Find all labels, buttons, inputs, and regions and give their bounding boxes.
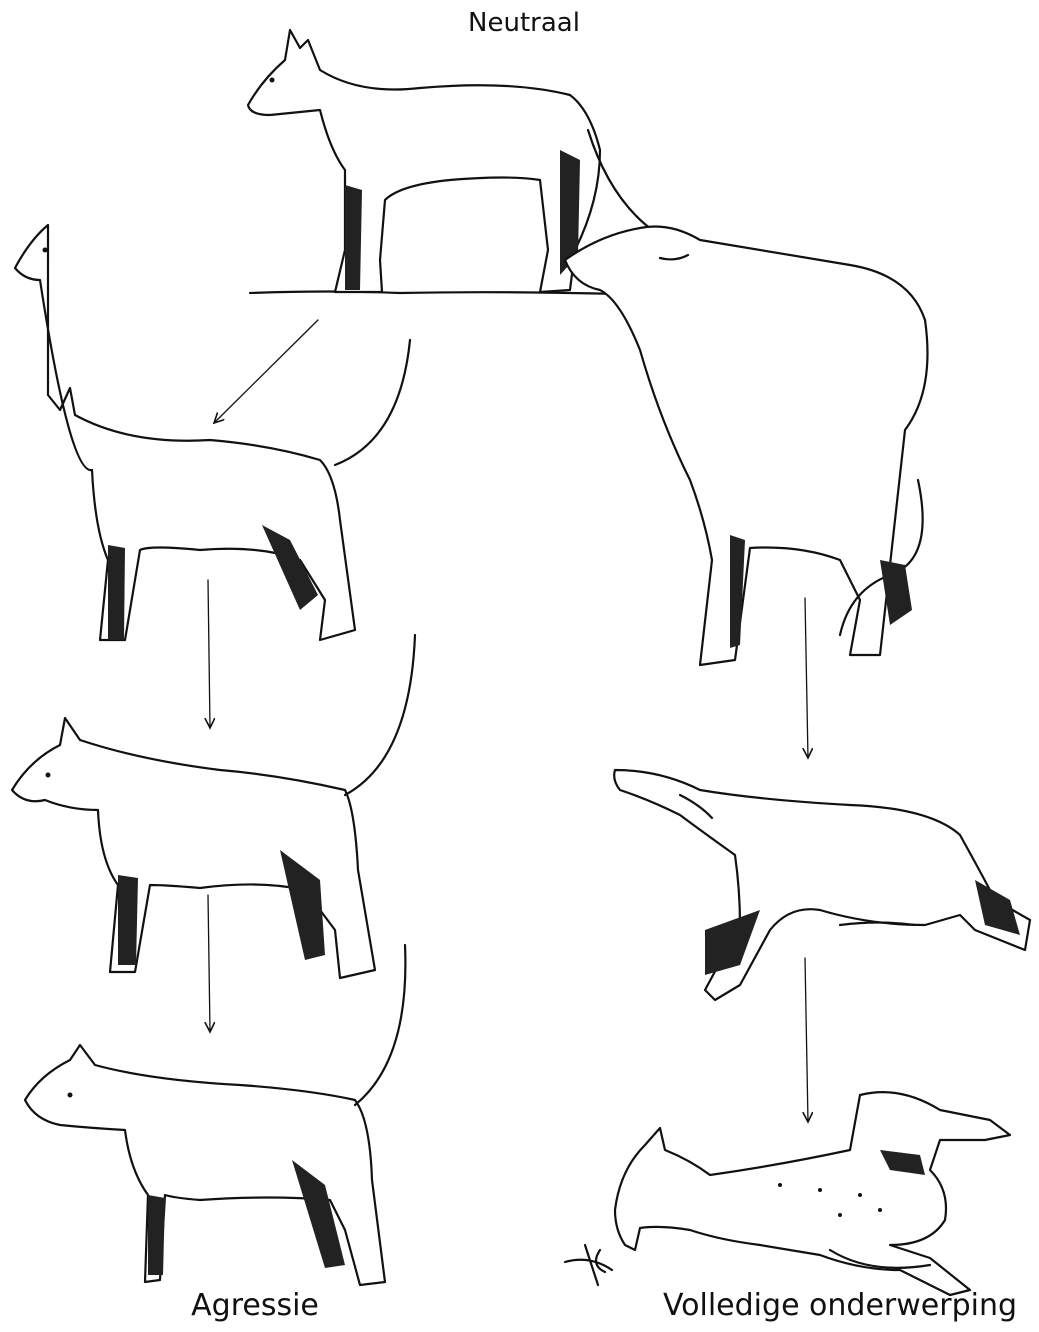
arrow-submission-2-to-3 — [805, 958, 808, 1122]
neutral-body — [248, 30, 600, 292]
neutral-eye — [270, 78, 275, 83]
submission3-spot-2 — [818, 1188, 822, 1192]
aggression2-leg-shade-front — [118, 875, 138, 965]
aggression1-tail — [335, 340, 410, 465]
aggression3-eye — [68, 1093, 73, 1098]
submission2-body — [614, 770, 1030, 1000]
aggression2-tail — [345, 635, 415, 795]
aggression2-eye — [46, 773, 51, 778]
dog-submission-3 — [565, 1092, 1010, 1295]
submission3-spot-1 — [778, 1183, 782, 1187]
submission2-tail — [840, 923, 915, 926]
artist-signature — [565, 1245, 612, 1285]
submission3-spot-5 — [878, 1208, 882, 1212]
arrow-neutral-to-aggression — [214, 320, 318, 423]
neutral-leg-shade-front — [345, 185, 362, 290]
aggression3-leg-shade-front — [148, 1195, 165, 1275]
submission3-body — [615, 1092, 1010, 1295]
submission3-spot-4 — [838, 1213, 842, 1217]
submission1-body — [565, 227, 928, 666]
dog-aggression-2 — [12, 635, 415, 978]
dog-submission-2 — [614, 770, 1030, 1000]
arrow-aggression-1-to-2 — [208, 580, 210, 728]
aggression1-eye — [43, 248, 48, 253]
arrow-submission-1-to-2 — [805, 598, 808, 758]
aggression1-leg-shade-front — [108, 545, 125, 640]
arrow-aggression-2-to-3 — [208, 895, 210, 1032]
dog-aggression-3 — [25, 945, 405, 1285]
submission3-spot-3 — [858, 1193, 862, 1197]
dog-submission-1 — [565, 227, 928, 666]
